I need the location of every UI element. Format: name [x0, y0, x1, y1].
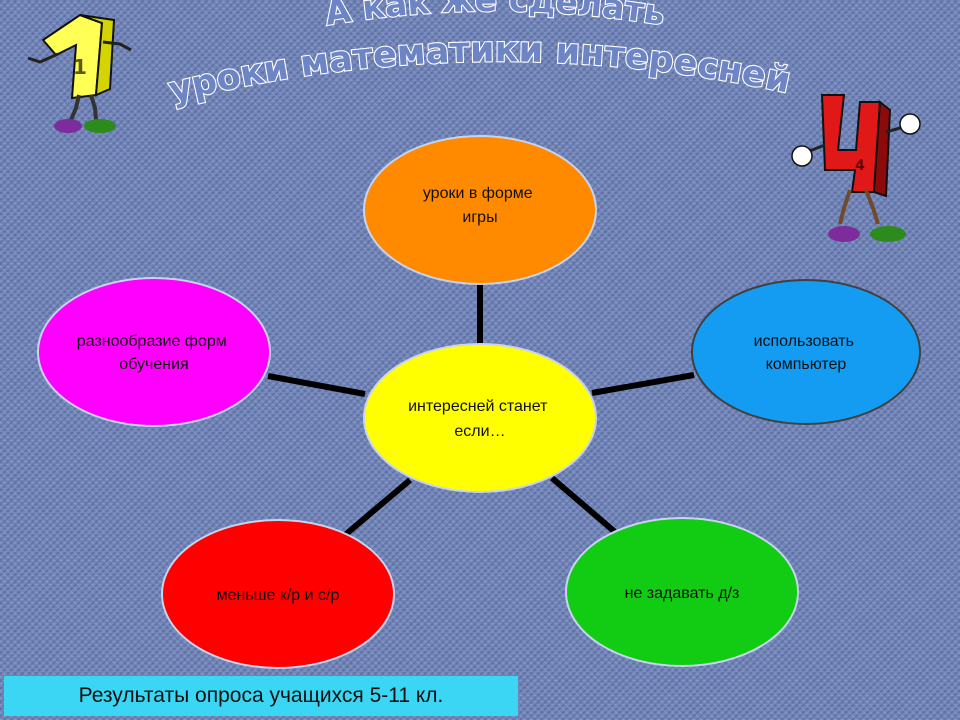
- title: А как же сделать уроки математики интере…: [164, 0, 795, 112]
- number-four-mascot-icon: 4: [791, 94, 921, 242]
- connectors: [267, 282, 695, 538]
- node-center-label: интересней станет если…: [408, 398, 552, 440]
- node-varied-forms-shape: [37, 277, 271, 427]
- node-fewer-tests-shape: [161, 519, 395, 669]
- node-no-homework-shape: [565, 517, 799, 667]
- mascot-one-left-arm: [27, 52, 59, 64]
- mascot-one-digit: 1: [73, 55, 87, 79]
- mascot-one-right-arm: [102, 40, 132, 52]
- mascot-one-side: [79, 14, 116, 97]
- mascot-four-right-shoe: [870, 226, 906, 242]
- node-center-shape: [363, 343, 597, 493]
- connector-right: [591, 372, 695, 396]
- mascot-four-left-leg: [838, 189, 852, 225]
- number-one-mascot-icon: 1: [27, 13, 132, 133]
- mascot-four-right-glove: [899, 113, 921, 135]
- node-use-computer-shape: [691, 279, 921, 425]
- node-no-homework: не задавать д/з: [565, 517, 799, 667]
- connector-bottom-left: [343, 477, 412, 538]
- node-fewer-tests: меньше к/р и с/р: [161, 519, 395, 669]
- connector-left: [267, 373, 366, 397]
- mascot-four-left-shoe: [828, 226, 860, 242]
- node-varied-forms-label: разнообразие форм обучения: [77, 333, 231, 373]
- node-game-lessons-shape: [363, 135, 597, 285]
- mascot-four-right-leg: [864, 189, 880, 225]
- node-fewer-tests-label: меньше к/р и с/р: [217, 587, 340, 604]
- mascot-one-left-leg: [69, 94, 81, 121]
- node-use-computer: использовать компьютер: [691, 279, 921, 425]
- mascot-four-body: [820, 94, 882, 193]
- node-varied-forms: разнообразие форм обучения: [37, 277, 271, 427]
- node-center: интересней станет если…: [363, 343, 597, 493]
- mascot-four-side: [872, 100, 892, 198]
- node-no-homework-label: не задавать д/з: [625, 585, 740, 602]
- mascot-one-right-shoe: [84, 119, 116, 133]
- mascot-four-left-glove: [791, 145, 813, 167]
- node-use-computer-label: использовать компьютер: [754, 333, 859, 373]
- mascot-four-digit: 4: [855, 158, 865, 174]
- title-line-1: А как же сделать: [322, 0, 667, 33]
- survey-caption: Результаты опроса учащихся 5-11 кл.: [4, 676, 518, 716]
- node-game-lessons: уроки в форме игры: [363, 135, 597, 285]
- title-line-2: уроки математики интересней: [165, 30, 794, 111]
- node-game-lessons-label: уроки в форме игры: [423, 185, 537, 226]
- connector-bottom-right: [550, 475, 617, 535]
- mascot-one-left-shoe: [54, 119, 82, 133]
- mascot-one-right-leg: [89, 94, 98, 121]
